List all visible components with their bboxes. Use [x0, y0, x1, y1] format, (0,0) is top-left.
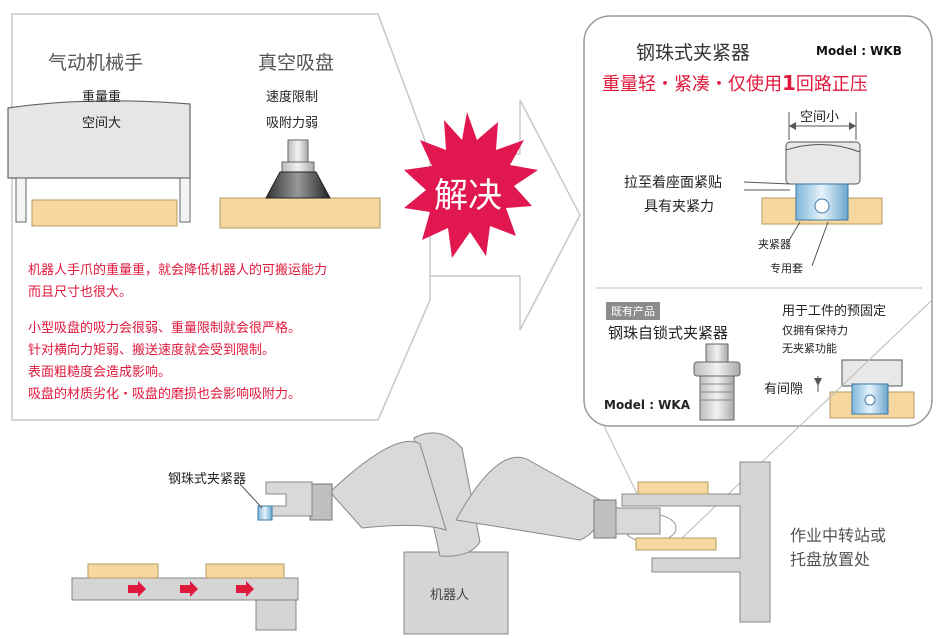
gripper-line2: 空间大	[82, 116, 122, 131]
gap-label: 有间隙	[764, 382, 804, 397]
sleeve-label: 专用套	[770, 262, 803, 275]
seat-label-2: 具有夹紧力	[644, 199, 714, 215]
station-rack	[621, 461, 771, 623]
space-label: 空间小	[800, 110, 840, 125]
gripper-line1: 重量重	[82, 90, 122, 105]
wka-note-1: 仅拥有保持力	[782, 324, 848, 337]
wkb-model: Model : WKB	[816, 44, 902, 58]
wka-note-2: 无夹紧功能	[782, 342, 837, 355]
gripper-finger-left	[15, 177, 27, 223]
robot-arm-left	[413, 432, 481, 557]
vacuum-title: 真空吸盘	[258, 52, 335, 74]
problem-paragraph-2: 小型吸盘的吸力会很弱、重量限制就会很严格。 针对横向力矩弱、搬送速度就会受到限制…	[28, 318, 301, 406]
problem-paragraph-1: 机器人手爪的重量重，就会降低机器人的可搬运能力 而且尺寸也很大。	[28, 260, 327, 304]
burst-label: 解决	[434, 176, 502, 216]
clamp-callout: 钢珠式夹紧器	[168, 472, 247, 487]
gripper-title: 气动机械手	[48, 52, 144, 74]
conveyor-arrow-1	[128, 581, 146, 597]
gripper-finger-right	[179, 177, 191, 223]
station-label-2: 托盘放置处	[790, 550, 871, 569]
clamp-label: 夹紧器	[758, 238, 791, 251]
center-arrow-outline	[430, 99, 581, 331]
robot-arm-right	[455, 456, 602, 541]
wkb-title: 钢珠式夹紧器	[636, 42, 751, 64]
station-label-1: 作业中转站或	[790, 526, 887, 545]
vacuum-line2: 吸附力弱	[266, 116, 319, 131]
wka-name: 钢珠自锁式夹紧器	[608, 324, 729, 342]
gripper-workpiece	[31, 199, 178, 227]
right-panel-outline	[583, 15, 933, 427]
wka-product	[693, 361, 741, 377]
problem-line: 小型吸盘的吸力会很弱、重量限制就会很严格。	[28, 321, 302, 336]
tagline-part-b: 回路正压	[795, 74, 868, 95]
problem-line: 针对横向力矩弱、搬送速度就会受到限制。	[28, 343, 276, 358]
robot-base	[403, 551, 509, 635]
seat-label-1: 拉至着座面紧贴	[624, 175, 722, 191]
wka-use-title: 用于工件的预固定	[782, 304, 887, 319]
left-panel-outline	[11, 13, 431, 421]
tagline-part-a: 重量轻・紧凑・仅使用	[602, 74, 782, 95]
gripper-body-shape	[7, 100, 191, 179]
problem-line: 吸盘的材质劣化・吸盘的磨损也会影响吸附力。	[28, 387, 302, 402]
problem-line: 机器人手爪的重量重，就会降低机器人的可搬运能力	[28, 263, 328, 278]
conveyor-arrow-3	[236, 581, 254, 597]
conveyor-arrow-2	[180, 581, 198, 597]
burst-shape	[404, 112, 538, 258]
vacuum-line1: 速度限制	[266, 90, 319, 105]
problem-line: 表面粗糙度会造成影响。	[28, 365, 172, 380]
problem-line: 而且尺寸也很大。	[28, 285, 133, 300]
tagline-number: 1	[782, 71, 796, 95]
vacuum-cup-shape	[265, 171, 331, 199]
robot-label: 机器人	[430, 588, 470, 603]
existing-badge: 既有产品	[606, 302, 660, 320]
wkb-tagline: 重量轻・紧凑・仅使用1回路正压	[602, 70, 868, 96]
vacuum-workpiece	[219, 197, 381, 229]
wka-model: Model : WKA	[604, 398, 691, 412]
